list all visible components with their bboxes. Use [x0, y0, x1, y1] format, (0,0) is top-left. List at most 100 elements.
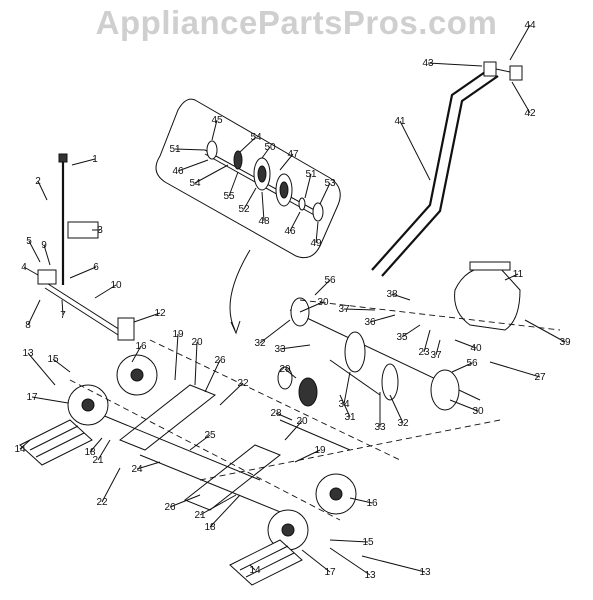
callout-17: 17 — [324, 567, 336, 578]
callout-leader-2 — [37, 180, 48, 201]
callout-leader-20 — [194, 341, 198, 386]
callout-leader-44 — [509, 24, 531, 61]
callout-leader-22 — [101, 467, 121, 503]
callout-25: 25 — [204, 430, 216, 441]
callout-48: 48 — [258, 216, 270, 227]
callout-leader-35 — [401, 324, 421, 338]
callout-18: 18 — [204, 522, 216, 533]
callout-40: 40 — [470, 343, 482, 354]
callout-16: 16 — [135, 341, 147, 352]
callout-21: 21 — [194, 510, 206, 521]
callout-3: 3 — [97, 225, 103, 236]
callout-19: 19 — [314, 445, 326, 456]
cover-housing — [454, 261, 521, 331]
callout-leader-48 — [261, 191, 265, 222]
inset-box — [155, 98, 341, 335]
callout-33: 33 — [274, 344, 286, 355]
handle-assembly — [371, 61, 523, 277]
callout-6: 6 — [93, 262, 99, 273]
callout-leader-1 — [71, 158, 96, 166]
shift-lever — [37, 153, 135, 341]
callout-28: 28 — [270, 408, 282, 419]
callout-leader-19 — [294, 449, 321, 463]
callout-37: 37 — [338, 304, 350, 315]
watermark-text: AppliancePartsPros.com — [95, 4, 498, 41]
callout-43: 43 — [422, 58, 434, 69]
callout-13: 13 — [22, 348, 34, 359]
callout-leader-17 — [301, 549, 331, 573]
callout-45: 45 — [211, 115, 223, 126]
callout-leader-36 — [369, 314, 396, 323]
callout-leader-56 — [314, 279, 331, 296]
callout-18: 18 — [84, 447, 96, 458]
callout-4: 4 — [21, 262, 27, 273]
callout-19: 19 — [172, 329, 184, 340]
callout-27: 27 — [534, 372, 546, 383]
callout-9: 9 — [41, 240, 47, 251]
callout-33: 33 — [374, 422, 386, 433]
callout-10: 10 — [110, 280, 122, 291]
callout-leader-24 — [136, 461, 161, 470]
callout-16: 16 — [366, 498, 378, 509]
callout-38: 38 — [386, 289, 398, 300]
callout-26: 26 — [214, 355, 226, 366]
callout-leader-13 — [27, 352, 56, 386]
callout-leader-13 — [361, 555, 426, 573]
callout-leader-41 — [399, 120, 431, 181]
callout-leader-51 — [304, 173, 312, 199]
callout-44: 44 — [524, 20, 536, 31]
callout-leader-21 — [199, 494, 237, 516]
callout-leader-45 — [211, 119, 218, 141]
callout-26: 26 — [164, 502, 176, 513]
callout-leader-31 — [339, 394, 351, 418]
callout-20: 20 — [296, 416, 308, 427]
callout-54: 54 — [189, 178, 201, 189]
callout-12: 12 — [154, 308, 166, 319]
callout-8: 8 — [25, 320, 31, 331]
callout-23: 23 — [418, 347, 430, 358]
gear-axle-assembly — [277, 297, 481, 451]
callout-leader-4 — [23, 266, 39, 276]
callout-51: 51 — [305, 169, 317, 180]
callout-31: 31 — [344, 412, 356, 423]
callout-32: 32 — [397, 418, 409, 429]
callout-37: 37 — [430, 350, 442, 361]
callout-24: 24 — [131, 464, 143, 475]
callout-42: 42 — [524, 108, 536, 119]
callout-50: 50 — [264, 142, 276, 153]
callout-14: 14 — [249, 565, 261, 576]
callout-leader-12 — [133, 312, 161, 323]
callout-15: 15 — [47, 354, 59, 365]
callout-53: 53 — [324, 178, 336, 189]
callout-leader-14 — [249, 564, 256, 571]
callout-leader-20 — [284, 420, 303, 441]
callout-leader-46 — [289, 211, 301, 232]
callout-leader-10 — [94, 284, 117, 299]
callout-leader-42 — [511, 81, 531, 114]
alignment-lines — [69, 299, 561, 521]
callout-leader-7 — [61, 299, 64, 316]
callout-47: 47 — [287, 149, 299, 160]
callout-21: 21 — [92, 455, 104, 466]
callout-leader-15 — [329, 539, 369, 543]
callout-leader-33 — [279, 344, 311, 350]
callout-leader-17 — [31, 396, 69, 404]
callout-leader-51 — [174, 148, 206, 151]
callout-leader-34 — [343, 371, 351, 405]
callout-41: 41 — [394, 116, 406, 127]
callout-46: 46 — [284, 226, 296, 237]
callout-leader-38 — [391, 293, 411, 301]
callout-leader-47 — [279, 153, 294, 171]
track-frame — [89, 384, 301, 521]
callout-35: 35 — [396, 332, 408, 343]
callout-leader-18 — [209, 494, 241, 528]
drive-wheels — [67, 354, 357, 551]
callout-leader-14 — [19, 439, 31, 450]
callout-leader-19 — [174, 333, 179, 381]
callout-leader-9 — [43, 244, 51, 266]
callout-51: 51 — [169, 144, 181, 155]
callout-13: 13 — [419, 567, 431, 578]
callout-leader-16 — [131, 345, 142, 363]
callout-leader-8 — [27, 299, 41, 326]
callout-30: 30 — [472, 406, 484, 417]
